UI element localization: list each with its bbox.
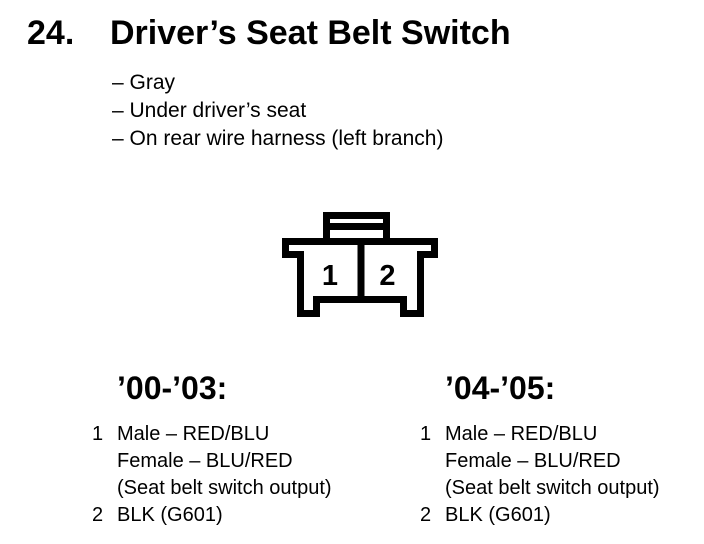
pin-wire: BLK (G601) — [445, 504, 551, 526]
pin-wire: BLK (G601) — [117, 504, 223, 526]
pin-function: (Seat belt switch output) — [445, 477, 660, 499]
page-title: Driver’s Seat Belt Switch — [110, 14, 511, 52]
connector-info-bullets: – Gray – Under driver’s seat – On rear w… — [112, 69, 443, 153]
pin-number: 2 — [420, 504, 432, 526]
pin-function: (Seat belt switch output) — [117, 477, 332, 499]
connector-diagram: 1 2 — [282, 212, 438, 317]
pinout-row: 1 Male – RED/BLU Female – BLU/RED (Seat … — [420, 421, 660, 502]
pin-wire-male: Male – RED/BLU — [117, 423, 270, 445]
pinout-list-00-03: 1 Male – RED/BLU Female – BLU/RED (Seat … — [92, 421, 332, 529]
pin-number: 2 — [92, 504, 104, 526]
pin-wire-female: Female – BLU/RED — [445, 450, 621, 472]
pinout-list-04-05: 1 Male – RED/BLU Female – BLU/RED (Seat … — [420, 421, 660, 529]
pin-number: 1 — [420, 423, 432, 445]
connector-pin-2-label: 2 — [379, 260, 395, 292]
bullet-color: – Gray — [112, 71, 176, 94]
connector-pin-1-label: 1 — [322, 260, 338, 292]
pin-wire-male: Male – RED/BLU — [445, 423, 598, 445]
pinout-row: 2 BLK (G601) — [92, 502, 332, 529]
item-number: 24. — [27, 14, 75, 52]
section-heading-00-03: ’00-’03: — [117, 370, 228, 406]
pin-number: 1 — [92, 423, 104, 445]
pinout-row: 1 Male – RED/BLU Female – BLU/RED (Seat … — [92, 421, 332, 502]
bullet-location: – Under driver’s seat — [112, 99, 307, 122]
pin-description: BLK (G601) — [445, 502, 551, 529]
pin-description: Male – RED/BLU Female – BLU/RED (Seat be… — [445, 421, 660, 502]
section-heading-04-05: ’04-’05: — [445, 370, 556, 406]
pin-wire-female: Female – BLU/RED — [117, 450, 293, 472]
pinout-row: 2 BLK (G601) — [420, 502, 660, 529]
pin-description: Male – RED/BLU Female – BLU/RED (Seat be… — [117, 421, 332, 502]
pin-description: BLK (G601) — [117, 502, 223, 529]
bullet-harness: – On rear wire harness (left branch) — [112, 127, 444, 150]
